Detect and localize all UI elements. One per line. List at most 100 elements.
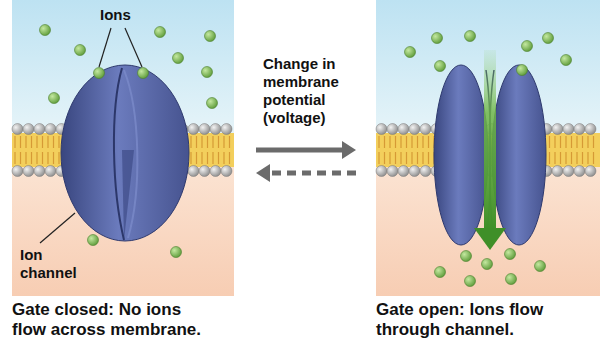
ion	[173, 53, 184, 64]
lipid-tail	[14, 136, 15, 148]
lipid-tail	[582, 152, 583, 164]
arrow	[256, 141, 356, 159]
lipid-head	[376, 166, 387, 177]
membrane-panel: Gate closed: No ions flow across membran…	[12, 0, 234, 296]
lipid-tail	[587, 152, 588, 164]
lipid-tail	[378, 136, 379, 148]
ion	[138, 68, 149, 79]
lipid-tail	[417, 152, 418, 164]
lipid-head	[188, 124, 199, 135]
lipid-tail	[47, 136, 48, 148]
ion	[432, 33, 443, 44]
panel-caption: Gate closed: No ions flow across membran…	[12, 300, 216, 340]
lipid-head	[552, 166, 563, 177]
lipid-tail	[42, 152, 43, 164]
lipid-tail	[58, 136, 59, 148]
lipid-head	[188, 166, 199, 177]
lipid-head	[210, 124, 221, 135]
open-channel	[434, 50, 546, 250]
lipid-head	[574, 166, 585, 177]
lipid-tail	[593, 136, 594, 148]
lipid-tail	[554, 152, 555, 164]
ion	[94, 68, 105, 79]
lipid-head	[45, 124, 56, 135]
lipid-tail	[384, 136, 385, 148]
ion	[482, 259, 493, 270]
lipid-tail	[223, 152, 224, 164]
ion	[535, 261, 546, 272]
lipid-head	[563, 166, 574, 177]
lipid-tail	[25, 136, 26, 148]
ion	[205, 31, 216, 42]
lipid-tail	[47, 152, 48, 164]
lipid-tail	[582, 136, 583, 148]
lipid-head	[376, 124, 387, 135]
lipid-tail	[389, 152, 390, 164]
lipid-tail	[207, 152, 208, 164]
lipid-tail	[207, 136, 208, 148]
lipid-tail	[53, 136, 54, 148]
lipid-head	[585, 124, 596, 135]
lipid-tail	[218, 136, 219, 148]
lipid-head	[387, 166, 398, 177]
lipid-head	[387, 124, 398, 135]
lipid-head	[221, 166, 232, 177]
lipid-tail	[560, 136, 561, 148]
ion	[207, 98, 218, 109]
lipid-tail	[395, 136, 396, 148]
ion	[405, 47, 416, 58]
lipid-tail	[218, 152, 219, 164]
ion	[75, 45, 86, 56]
lipid-tail	[571, 152, 572, 164]
lipid-tail	[428, 136, 429, 148]
lipid-head	[563, 124, 574, 135]
lipid-tail	[411, 152, 412, 164]
lipid-tail	[53, 152, 54, 164]
lipid-tail	[25, 152, 26, 164]
arrow-label: Change in membrane potential (voltage)	[263, 55, 358, 127]
ion	[465, 276, 476, 287]
lipid-tail	[212, 152, 213, 164]
lipid-head	[398, 124, 409, 135]
lipid-head	[574, 124, 585, 135]
lipid-tail	[229, 152, 230, 164]
lipid-tail	[576, 152, 577, 164]
lipid-tail	[395, 152, 396, 164]
ion	[171, 247, 182, 258]
lipid-head	[23, 166, 34, 177]
lipid-tail	[20, 152, 21, 164]
ion	[155, 27, 166, 38]
lipid-tail	[422, 136, 423, 148]
lipid-tail	[223, 136, 224, 148]
arrow	[256, 164, 356, 182]
lipid-head	[585, 166, 596, 177]
membrane-panel: Gate open: Ions flow through channel.	[376, 0, 600, 296]
lipid-tail	[428, 152, 429, 164]
ion	[49, 93, 60, 104]
lipid-tail	[565, 152, 566, 164]
ion	[88, 235, 99, 246]
lipid-head	[23, 124, 34, 135]
lipid-tail	[384, 152, 385, 164]
lipid-tail	[549, 136, 550, 148]
lipid-head	[409, 124, 420, 135]
lipid-head	[409, 166, 420, 177]
lipid-tail	[31, 136, 32, 148]
lipid-tail	[389, 136, 390, 148]
lipid-head	[199, 124, 210, 135]
lipid-tail	[36, 152, 37, 164]
lipid-tail	[190, 152, 191, 164]
lipid-tail	[20, 136, 21, 148]
lipid-tail	[378, 152, 379, 164]
lipid-tail	[42, 136, 43, 148]
lipid-head	[34, 124, 45, 135]
lipid-head	[34, 166, 45, 177]
lipid-tail	[14, 152, 15, 164]
lipid-tail	[417, 136, 418, 148]
lipid-tail	[36, 136, 37, 148]
lipid-tail	[58, 152, 59, 164]
ion	[40, 25, 51, 36]
lipid-tail	[560, 152, 561, 164]
